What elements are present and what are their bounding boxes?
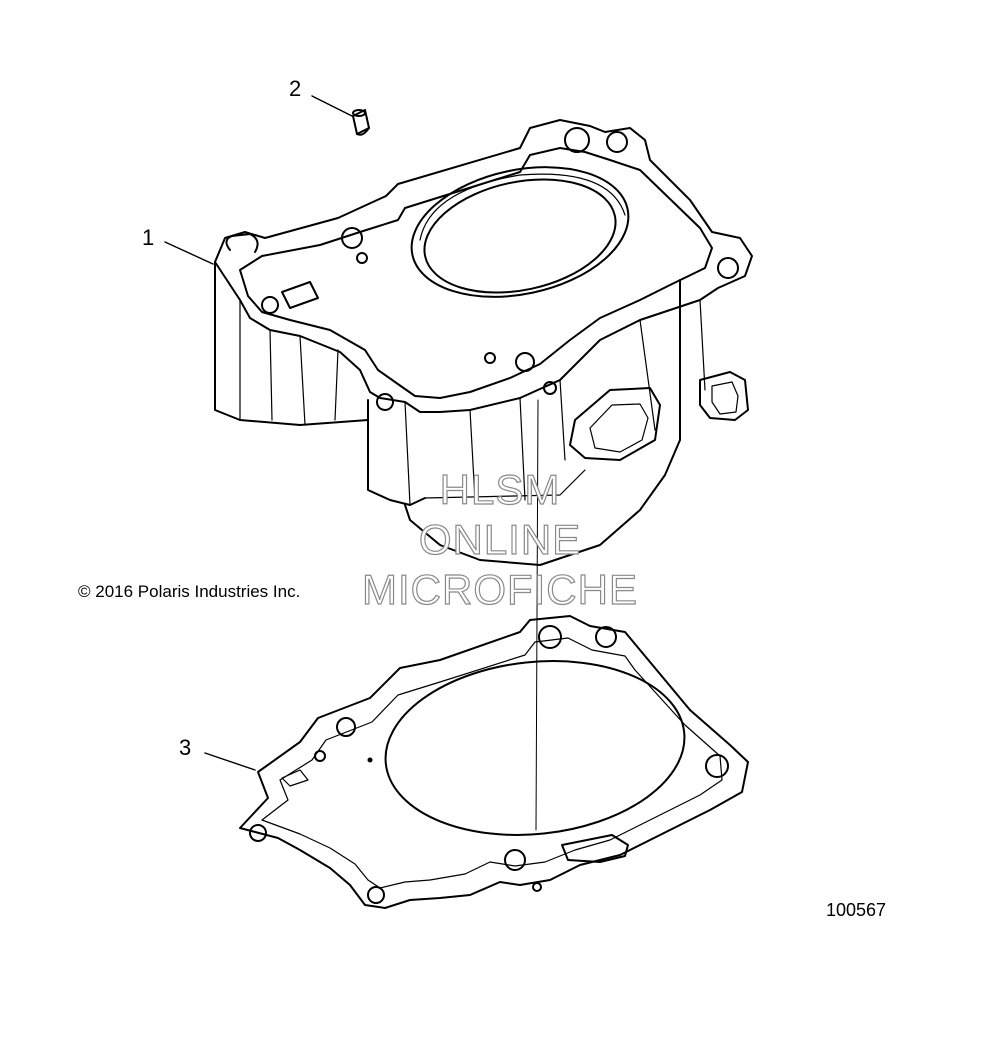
copyright-notice: © 2016 Polaris Industries Inc. (78, 582, 301, 601)
callout-number-3: 3 (179, 735, 192, 760)
callout-number-1: 1 (142, 225, 155, 250)
dowel-pin-icon (352, 109, 370, 136)
leader-line-3 (204, 752, 256, 771)
watermark-line-2: ONLINE (418, 515, 582, 563)
leader-line-2 (311, 95, 353, 117)
cylinder-base-gasket-icon (239, 615, 749, 909)
figure-number: 100567 (826, 900, 887, 920)
leader-lines (164, 95, 353, 771)
callout-number-2: 2 (289, 76, 302, 101)
leader-line-1 (164, 241, 214, 265)
engine-cylinder-icon (214, 119, 753, 831)
watermark-line-1: HLSM (439, 465, 561, 513)
watermark-line-3: MICROFICHE (361, 565, 638, 613)
